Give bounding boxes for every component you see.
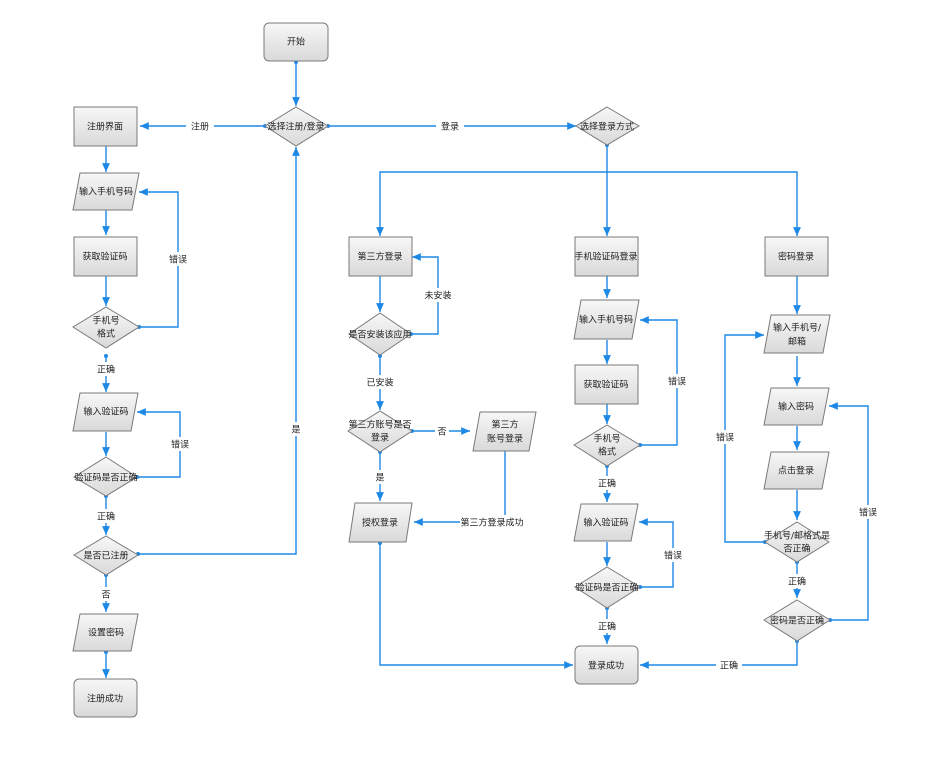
svg-text:输入验证码: 输入验证码 xyxy=(83,406,128,418)
node-start: 开始 xyxy=(263,22,329,62)
label-pwd-correct-1: 正确 xyxy=(788,576,806,588)
node-reg-get-code: 获取验证码 xyxy=(73,236,138,277)
decision-reg-already: 是否已注册 xyxy=(73,535,139,576)
decision-reg-code-correct: 验证码是否正确 xyxy=(73,456,138,497)
label-third-yes: 是 xyxy=(375,473,384,484)
label-reg-wrong-1: 错误 xyxy=(169,254,187,266)
svg-text:输入手机号码: 输入手机号码 xyxy=(579,314,633,326)
node-third-login: 第三方登录 xyxy=(348,236,413,277)
decision-pwd-correct: 密码是否正确 xyxy=(763,599,831,642)
svg-text:验证码是否正确: 验证码是否正确 xyxy=(74,472,137,484)
edge-reg-yes xyxy=(138,147,300,555)
label-pwd-wrong-1: 错误 xyxy=(716,432,734,444)
svg-text:注册界面: 注册界面 xyxy=(87,121,123,133)
svg-text:第三方: 第三方 xyxy=(491,419,518,431)
label-pwd-wrong-2: 错误 xyxy=(859,507,877,519)
svg-text:验证码是否正确: 验证码是否正确 xyxy=(575,582,638,594)
label-sms-correct-2: 正确 xyxy=(598,621,616,633)
io-pwd-input-password: 输入密码 xyxy=(763,387,830,426)
decision-select-register-login: 选择注册/登录 xyxy=(264,106,329,147)
label-reg-wrong-2: 错误 xyxy=(171,439,189,451)
svg-text:手机号/邮格式是: 手机号/邮格式是 xyxy=(764,530,830,542)
edge-pwd-correct xyxy=(640,641,798,669)
label-sms-correct-1: 正确 xyxy=(598,478,616,490)
svg-text:设置密码: 设置密码 xyxy=(88,627,124,639)
svg-text:输入手机号码: 输入手机号码 xyxy=(79,186,133,198)
label-pwd-correct-2: 正确 xyxy=(720,660,738,672)
decision-login-method: 选择登录方式 xyxy=(575,106,640,146)
svg-text:格式: 格式 xyxy=(598,446,616,458)
svg-text:是否已注册: 是否已注册 xyxy=(83,550,128,562)
node-login-success: 登录成功 xyxy=(574,645,639,685)
node-sms-get-code: 获取验证码 xyxy=(574,364,639,405)
svg-text:手机号: 手机号 xyxy=(92,315,119,327)
io-authorize-login: 授权登录 xyxy=(348,502,413,543)
node-sms-login: 手机验证码登录 xyxy=(574,236,639,277)
svg-text:获取验证码: 获取验证码 xyxy=(82,251,127,263)
decision-sms-code-correct: 验证码是否正确 xyxy=(574,566,641,609)
edge-labels: 注册 登录 错误 正确 错误 正确 否 是 未安装 已安装 否 是 第三方登录成… xyxy=(93,119,880,672)
svg-text:账号登录: 账号登录 xyxy=(487,434,523,445)
io-sms-input-phone: 输入手机号码 xyxy=(573,299,640,340)
label-sms-wrong-1: 错误 xyxy=(668,376,686,388)
label-third-no: 否 xyxy=(437,427,446,438)
label-not-installed: 未安装 xyxy=(424,290,451,302)
svg-text:获取验证码: 获取验证码 xyxy=(583,379,628,391)
svg-text:输入密码: 输入密码 xyxy=(778,401,814,413)
io-pwd-click-login: 点击登录 xyxy=(763,451,830,490)
svg-text:否正确: 否正确 xyxy=(783,543,810,555)
svg-text:第三方账号是否: 第三方账号是否 xyxy=(348,419,411,431)
svg-text:登录: 登录 xyxy=(371,433,389,444)
io-pwd-input-account: 输入手机号/ 邮箱 xyxy=(763,314,831,354)
label-register: 注册 xyxy=(191,121,209,133)
svg-text:注册成功: 注册成功 xyxy=(87,693,123,705)
label-reg-correct-2: 正确 xyxy=(97,511,115,523)
svg-text:邮箱: 邮箱 xyxy=(788,336,806,348)
nodes: 开始 选择注册/登录 注册界面 输入手机号码 获取验证码 手机号 格式 输入验证… xyxy=(72,22,831,718)
decision-third-account: 第三方账号是否 登录 xyxy=(347,410,413,453)
svg-text:手机号: 手机号 xyxy=(593,433,620,445)
edge-lm-right xyxy=(607,171,801,236)
svg-text:是否安装该应用: 是否安装该应用 xyxy=(348,329,411,341)
edges xyxy=(102,60,869,678)
svg-text:开始: 开始 xyxy=(287,36,305,48)
edge-auth-success xyxy=(379,543,573,669)
label-installed: 已安装 xyxy=(366,377,393,389)
io-reg-input-phone: 输入手机号码 xyxy=(72,172,140,211)
svg-text:选择登录方式: 选择登录方式 xyxy=(580,121,634,133)
node-pwd-login: 密码登录 xyxy=(764,236,829,277)
label-sms-wrong-2: 错误 xyxy=(664,550,682,562)
svg-text:手机验证码登录: 手机验证码登录 xyxy=(574,251,637,263)
io-reg-input-code: 输入验证码 xyxy=(72,392,139,432)
svg-text:密码是否正确: 密码是否正确 xyxy=(770,615,824,627)
svg-text:格式: 格式 xyxy=(97,328,115,340)
decision-sms-phone-format: 手机号 格式 xyxy=(573,424,641,467)
decision-reg-phone-format: 手机号 格式 xyxy=(72,306,140,349)
svg-text:第三方登录: 第三方登录 xyxy=(357,251,402,263)
svg-text:登录成功: 登录成功 xyxy=(588,660,624,672)
io-set-password: 设置密码 xyxy=(72,613,139,652)
edge-third-success xyxy=(414,451,506,526)
svg-text:点击登录: 点击登录 xyxy=(778,465,814,477)
label-third-success: 第三方登录成功 xyxy=(460,517,523,529)
io-third-account-login: 第三方 账号登录 xyxy=(472,411,537,452)
decision-app-installed: 是否安装该应用 xyxy=(348,312,412,356)
label-reg-correct-1: 正确 xyxy=(97,364,115,376)
svg-text:输入验证码: 输入验证码 xyxy=(583,517,628,529)
svg-text:授权登录: 授权登录 xyxy=(362,517,398,529)
io-sms-input-code: 输入验证码 xyxy=(573,503,639,542)
label-login: 登录 xyxy=(441,122,459,133)
label-reg-no: 否 xyxy=(101,590,110,601)
svg-text:输入手机号/: 输入手机号/ xyxy=(773,322,822,334)
label-reg-yes: 是 xyxy=(291,425,300,436)
svg-text:密码登录: 密码登录 xyxy=(778,251,814,263)
node-register-success: 注册成功 xyxy=(73,678,138,718)
edge-lm-left xyxy=(376,171,607,236)
node-register-ui: 注册界面 xyxy=(73,106,138,147)
decision-pwd-account-format: 手机号/邮格式是 否正确 xyxy=(764,521,830,563)
svg-text:选择注册/登录: 选择注册/登录 xyxy=(267,121,324,133)
